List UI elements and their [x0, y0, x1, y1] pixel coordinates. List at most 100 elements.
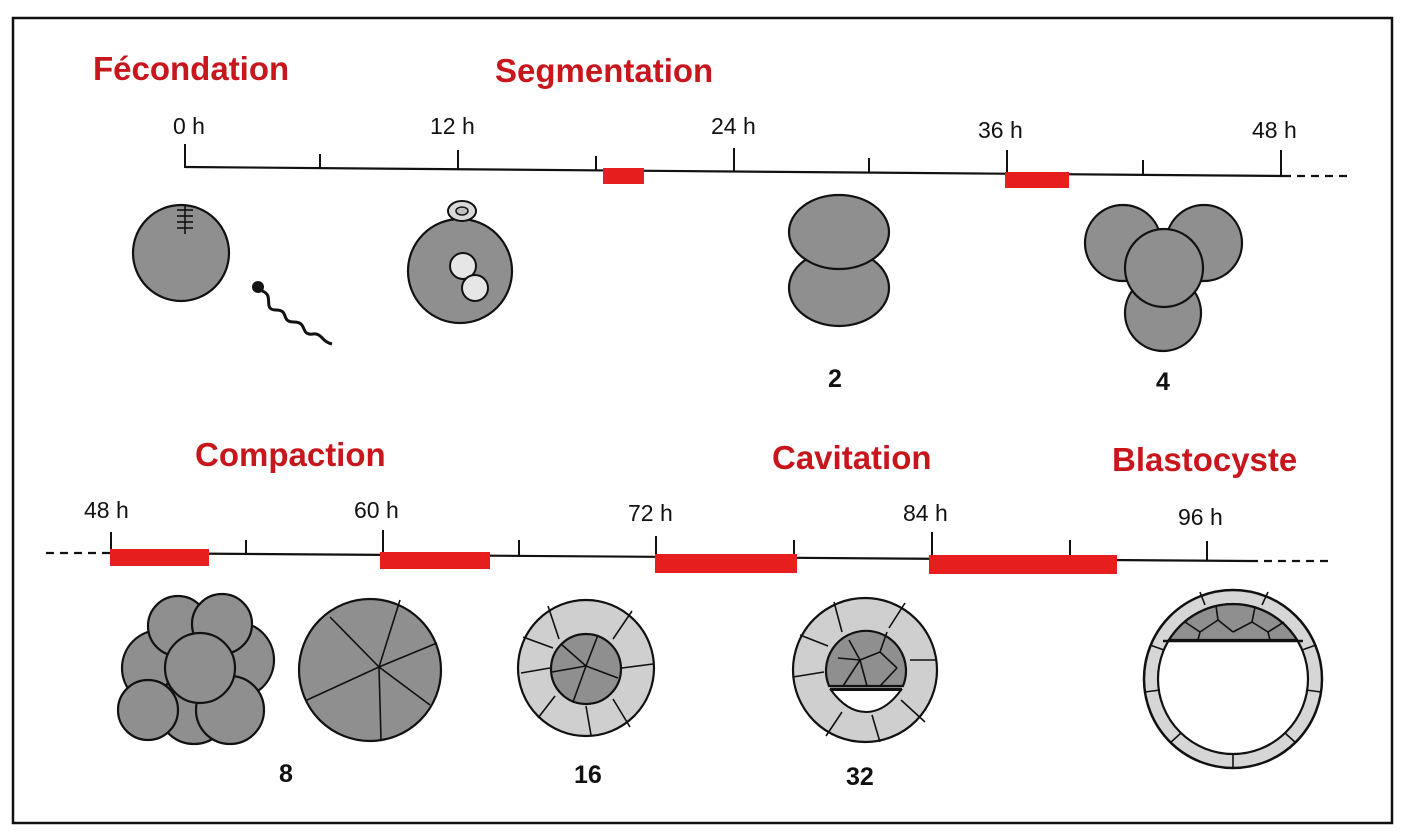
cell-boundary [547, 605, 560, 640]
cell-boundary [859, 651, 881, 661]
cell-boundary [612, 610, 633, 640]
diagram-frame [11, 16, 1394, 825]
cell-boundary [879, 651, 898, 669]
cell-boundary [522, 636, 554, 649]
cell-count-8: 8 [279, 760, 293, 788]
cell-boundary [621, 663, 654, 669]
cell-count-4: 4 [1156, 368, 1170, 396]
embryo-16-cells [516, 598, 656, 738]
phase-segmentation: Segmentation [495, 52, 713, 89]
embryo-8-compacted [297, 597, 443, 743]
division-bar [110, 549, 209, 566]
cell-boundary [585, 634, 599, 667]
cell-count-16: 16 [574, 761, 602, 789]
cell-boundary [1197, 631, 1201, 641]
cell-boundary [859, 659, 868, 687]
cell-boundary [1149, 644, 1165, 651]
phase-compaction: Compaction [195, 436, 386, 473]
cell-boundary [378, 666, 431, 706]
sperm-head [252, 281, 264, 293]
cell-boundary [572, 665, 587, 703]
cell-boundary [612, 698, 631, 728]
cell-boundary [1217, 619, 1234, 633]
cell-boundary [585, 665, 619, 679]
pronucleus [461, 274, 489, 302]
blastomere [787, 193, 891, 271]
embryo-32-cells [791, 596, 939, 744]
cell-boundary [378, 642, 438, 668]
cell-boundary [560, 643, 587, 667]
division-bar [380, 552, 490, 569]
cell-boundary [1199, 591, 1206, 606]
phase-blastocyste: Blastocyste [1112, 441, 1297, 478]
compacted-morula [297, 597, 443, 743]
tick-label: 60 h [354, 497, 399, 523]
tick-label: 0 h [173, 113, 205, 139]
cell-boundary [1251, 621, 1269, 633]
cell-count-2: 2 [828, 365, 842, 393]
phase-cavitation: Cavitation [772, 439, 932, 476]
tick-label: 48 h [84, 497, 129, 523]
tick-label: 96 h [1178, 504, 1223, 530]
tick-label: 84 h [903, 500, 948, 526]
embryo-4-cells [1083, 203, 1244, 353]
cell-boundary [1199, 619, 1219, 633]
division-bar [655, 554, 797, 573]
cell-count-32: 32 [846, 763, 874, 791]
sperm-tail [261, 289, 333, 346]
cell-boundary [825, 711, 843, 737]
division-bar [1005, 172, 1069, 188]
cell-boundary [1144, 689, 1161, 693]
embryo-8-cells [116, 592, 276, 746]
cell-boundary [1301, 644, 1317, 651]
tick-label: 12 h [430, 113, 475, 139]
cell-boundary [585, 705, 592, 736]
cell-boundary [1184, 621, 1201, 633]
blastocyst [1142, 588, 1324, 770]
blastocoel-early [829, 689, 903, 714]
cell-boundary [551, 665, 587, 673]
cell-boundary [1284, 732, 1297, 744]
cell-boundary [871, 714, 881, 743]
zygote [406, 200, 514, 325]
cell-boundary [837, 657, 861, 661]
cell-boundary [833, 601, 843, 633]
cell-boundary [1251, 606, 1256, 623]
pronucleus [449, 252, 477, 280]
cell-boundary [888, 602, 906, 629]
cell-boundary [879, 667, 898, 687]
oocyte-fertilization [131, 203, 333, 346]
cell-boundary [842, 659, 861, 687]
cell-boundary [520, 667, 551, 674]
blastomere [1123, 227, 1205, 309]
cell-boundary [799, 634, 829, 647]
cell-boundary [848, 639, 861, 661]
timeline-top: 0 h 12 h 24 h 36 h 48 h [173, 113, 1352, 188]
cell-boundary [378, 666, 382, 741]
cell-boundary [306, 666, 380, 701]
cell-boundary [1305, 689, 1322, 693]
tick-label: 72 h [628, 500, 673, 526]
phase-fecondation: Fécondation [93, 50, 289, 87]
cell-boundary [378, 599, 401, 668]
cell-boundary [792, 671, 825, 678]
embryo-2-cells [787, 193, 891, 328]
division-bar [929, 555, 1117, 574]
cell-boundary [537, 695, 556, 719]
blastomere [163, 631, 237, 705]
cell-boundary [1261, 591, 1269, 606]
cell-boundary [1169, 732, 1182, 744]
tick-label: 48 h [1252, 117, 1297, 143]
cell-boundary [329, 616, 380, 668]
oocyte [131, 203, 231, 303]
cell-boundary [900, 699, 926, 723]
blastomere [116, 678, 180, 742]
cell-boundary [879, 631, 888, 653]
cell-boundary [1267, 631, 1271, 641]
timeline-bottom: 48 h 60 h 72 h 84 h 96 h [46, 497, 1328, 574]
polar-body-inner [455, 206, 469, 216]
division-bar [603, 168, 644, 184]
cell-boundary [1215, 605, 1219, 621]
